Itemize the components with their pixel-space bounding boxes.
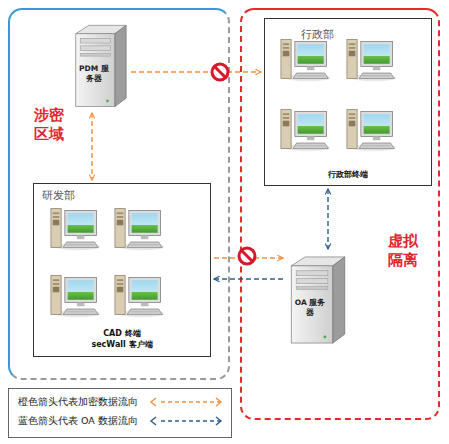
node-title: 研发部: [42, 188, 75, 203]
node-caption: CAD 终端 secWall 客户端: [90, 328, 154, 350]
server-node: OA 服务器: [286, 252, 348, 346]
node-caption: 行政部终端: [265, 169, 431, 180]
legend-text: 蓝色箭头代表 OA 数据流向: [18, 415, 138, 428]
node-title: OA 服务器: [294, 298, 326, 318]
no-entry-symbol: [239, 248, 255, 264]
node-title: 虚拟隔离: [388, 232, 420, 270]
data-flow-arrow: [91, 113, 92, 180]
zone-region: 涉密区域 PDM 服务器研发部 CAD 终端 secWall 客户端: [8, 8, 230, 380]
data-flow-arrow: [131, 71, 261, 72]
node-title: 涉密区域: [34, 106, 66, 144]
node-title: 行政部: [301, 27, 334, 42]
node-title: PDM 服务器: [78, 64, 110, 84]
legend-box: 橙色箭头代表加密数据流向蓝色箭头代表 OA 数据流向: [8, 388, 232, 438]
zone-region: 虚拟隔离 行政部行政部终端 OA 服务器: [240, 8, 440, 420]
department-box: 研发部 CAD 终端 secWall 客户端: [33, 183, 211, 357]
server-node: PDM 服务器: [72, 20, 128, 110]
department-box: 行政部行政部终端: [264, 18, 432, 186]
data-flow-arrow: [214, 278, 283, 279]
legend-text: 橙色箭头代表加密数据流向: [18, 396, 138, 409]
no-entry-symbol: [212, 64, 228, 80]
data-flow-arrow: [327, 189, 328, 249]
